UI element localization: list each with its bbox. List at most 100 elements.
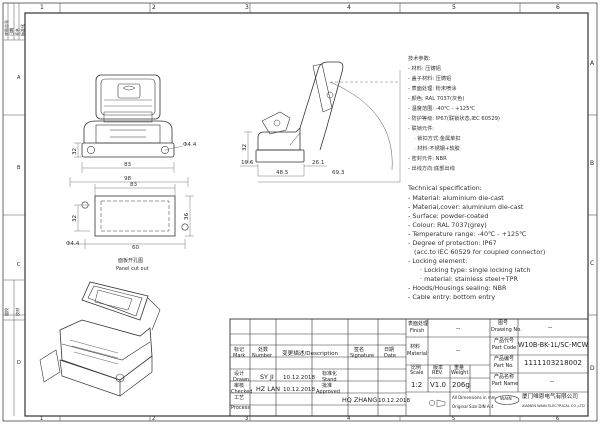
spec-cn-line: - 表面处理: 粉末喷涂	[408, 86, 457, 92]
cutout-width-83: 83	[130, 182, 138, 188]
stamp-label-4: 标准化	[20, 24, 25, 36]
tb-change-desc: 变更描述/Description	[282, 351, 339, 357]
cutout-height-32: 32	[72, 214, 78, 222]
side-height-dim: 32	[242, 143, 248, 151]
side-dim-69-3: 69.3	[332, 170, 345, 176]
column-label-5-bottom: 5	[452, 416, 456, 422]
tb-checked-cn: 审核	[234, 383, 245, 389]
tb-drawing-no-value: --	[548, 324, 553, 331]
tb-part-name-value: --	[550, 378, 555, 385]
column-label-6: 6	[556, 4, 560, 11]
spec-cn-line: - 密封元件: NBR	[408, 156, 447, 162]
tb-process-en: Process	[231, 405, 250, 411]
tb-material-cn: 材料	[410, 344, 421, 350]
front-width-83: 83	[124, 162, 132, 168]
company-name-en: XIAMEN WAIN ELECTRICAL CO.,LTD	[522, 404, 585, 408]
company-logo	[494, 395, 520, 405]
row-label-a: A	[590, 60, 595, 67]
spec-cn-line: · 锁扣方式:金属单扣	[414, 136, 461, 142]
tb-part-code-value: W10B-BK-1L/SC-MCW	[518, 341, 589, 349]
tb-finish-cn: 表面处理	[408, 321, 429, 327]
tb-scale-value: 1:2	[411, 381, 423, 389]
column-label-2: 2	[152, 4, 156, 11]
row-label-b-left: B	[17, 165, 21, 171]
tb-mark-en: Mark	[233, 353, 246, 359]
spec-cn-line: - 防护等级: IP67(联锁状态,IEC 60529)	[408, 116, 500, 122]
side-dim-26-1: 26.1	[312, 160, 325, 166]
column-label-5: 5	[452, 4, 456, 11]
spec-en-line: - Cable entry: bottom entry	[408, 293, 496, 301]
tb-material-en: Material	[407, 351, 428, 357]
side-dim-48-5: 48.5	[276, 170, 289, 176]
spec-en-line: - Material: aluminium die-cast	[408, 194, 504, 202]
tb-rev-cn: 版本	[433, 365, 444, 371]
cutout-width-60: 60	[132, 245, 140, 251]
column-label-3-bottom: 3	[245, 416, 249, 422]
tb-material-value: --	[456, 347, 461, 354]
tb-units-note-1: All Dimensions in mm	[452, 395, 496, 400]
company-name-cn: 厦门唯恩电气有限公司	[522, 394, 578, 400]
tb-scale-cn: 比例	[411, 365, 422, 371]
tb-weight-en: Weight	[451, 370, 469, 376]
front-height-dim: 32	[72, 147, 78, 155]
tb-checked-en: Checked	[231, 389, 253, 395]
column-label-1-bottom: 1	[40, 416, 44, 422]
spec-en-line: - Material,cover: aluminium die-cast	[408, 203, 524, 211]
tb-approved-cn: 批准	[322, 383, 333, 389]
tb-weight-cn: 重量	[454, 365, 465, 371]
tb-date-en: Date	[384, 353, 396, 359]
spec-en-line: - Temperature range: -40℃ - +125℃	[408, 230, 527, 238]
front-hole-diameter: Φ4.4	[183, 142, 197, 148]
tb-number-en: Number	[252, 353, 273, 359]
tb-drawn-en: Drawn	[233, 377, 250, 383]
spec-cn-line: - 联锁元件:	[408, 126, 435, 132]
tb-part-code-cn: 产品代号	[494, 338, 515, 344]
tb-drawing-no-cn: 图号	[498, 320, 509, 326]
tb-stand-en: Stand	[322, 377, 337, 383]
tb-part-no-cn: 产品编号	[494, 356, 515, 362]
tb-units-note-2: Original Size DIN A 4	[452, 404, 494, 409]
tb-checked-date: 10.12.2018	[283, 387, 316, 393]
tb-drawing-no-en: Drawing No.	[491, 327, 522, 333]
tb-approved-name: HQ ZHANG	[342, 396, 378, 404]
spec-en-line: · Locking type: single locking latch	[420, 266, 531, 274]
row-label-b: B	[590, 160, 595, 167]
spec-en-line: - Degree of protection: IP67	[408, 239, 497, 247]
tb-finish-en: Finish	[410, 328, 425, 334]
tb-finish-value: --	[456, 325, 461, 332]
stamp-label-5: 描校	[4, 308, 9, 316]
tb-approved-en: Approved	[316, 389, 340, 395]
title-block-grid	[229, 318, 589, 417]
tb-part-code-en: Part Code	[492, 345, 517, 351]
company-logo-text: WAIN	[500, 397, 512, 402]
tb-signature-cn: 签名	[354, 347, 365, 353]
row-label-d-left: D	[17, 360, 21, 366]
front-view	[81, 74, 175, 158]
spec-cn-line: - 材料: 压铸铝	[408, 66, 441, 72]
row-label-a-left: A	[17, 75, 21, 81]
tb-part-no-value: 1111103218002	[524, 359, 582, 367]
tb-part-name-en: Part Name	[492, 381, 519, 387]
tb-drawn-name: SY JI	[260, 373, 274, 381]
column-label-4-bottom: 4	[347, 416, 351, 422]
side-view	[255, 61, 344, 163]
spec-cn-line: - 颜色: RAL 7037(灰色)	[408, 96, 465, 102]
isometric-view	[39, 281, 161, 397]
spec-cn-heading: 技术参数:	[408, 56, 431, 62]
projection-symbol	[429, 399, 446, 408]
tb-mark-cn: 标记	[234, 347, 245, 353]
tb-signature-en: Signature	[350, 353, 375, 359]
cutout-height-36: 36	[184, 212, 190, 220]
row-label-c: C	[590, 260, 595, 267]
spec-en-line: - Locking element:	[408, 257, 468, 265]
tb-date-cn: 日期	[384, 347, 395, 353]
tb-checked-name: HZ LAN	[256, 385, 281, 393]
cutout-caption-cn: 面板开孔图	[118, 258, 144, 264]
column-label-2-bottom: 2	[152, 416, 156, 422]
column-label-1: 1	[40, 4, 44, 11]
stamp-strip	[3, 3, 25, 416]
spec-cn-line: · 材料:不锈钢+软胶	[414, 146, 460, 152]
tb-part-no-en: Part No.	[494, 363, 514, 369]
side-dim-19-6: 19.6	[241, 160, 254, 166]
